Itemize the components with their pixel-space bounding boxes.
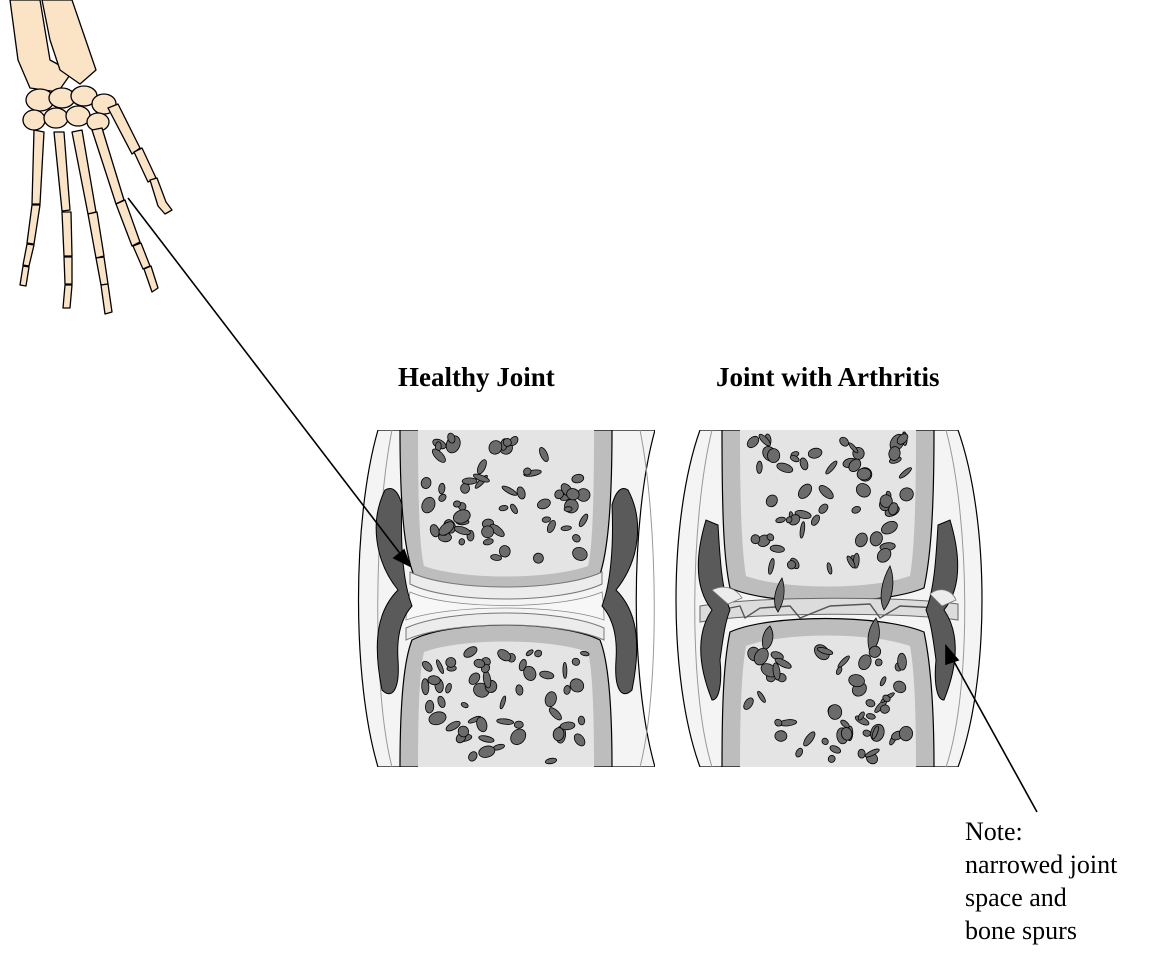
marrow-hole <box>767 448 779 462</box>
note-line: space and <box>965 881 1117 914</box>
healthy-joint-title: Healthy Joint <box>398 362 555 393</box>
marrow-hole <box>564 506 572 511</box>
note-annotation: Note: narrowed joint space and bone spur… <box>965 815 1117 947</box>
note-line: Note: <box>965 815 1117 848</box>
arthritic-joint-illustration <box>676 430 982 767</box>
hand-skeleton-icon <box>10 0 172 314</box>
marrow-hole <box>453 500 461 507</box>
healthy-joint-illustration <box>359 430 656 767</box>
marrow-hole <box>756 461 762 473</box>
marrow-hole <box>462 478 477 485</box>
marrow-hole <box>775 730 788 741</box>
marrow-hole <box>514 721 523 728</box>
marrow-hole <box>563 662 567 678</box>
pointer-arrow <box>128 198 410 566</box>
marrow-hole <box>446 657 456 667</box>
note-line: narrowed joint <box>965 848 1117 881</box>
marrow-hole <box>425 700 434 713</box>
marrow-hole <box>787 560 796 569</box>
arthritic-joint-title: Joint with Arthritis <box>716 362 940 393</box>
note-line: bone spurs <box>965 914 1117 947</box>
